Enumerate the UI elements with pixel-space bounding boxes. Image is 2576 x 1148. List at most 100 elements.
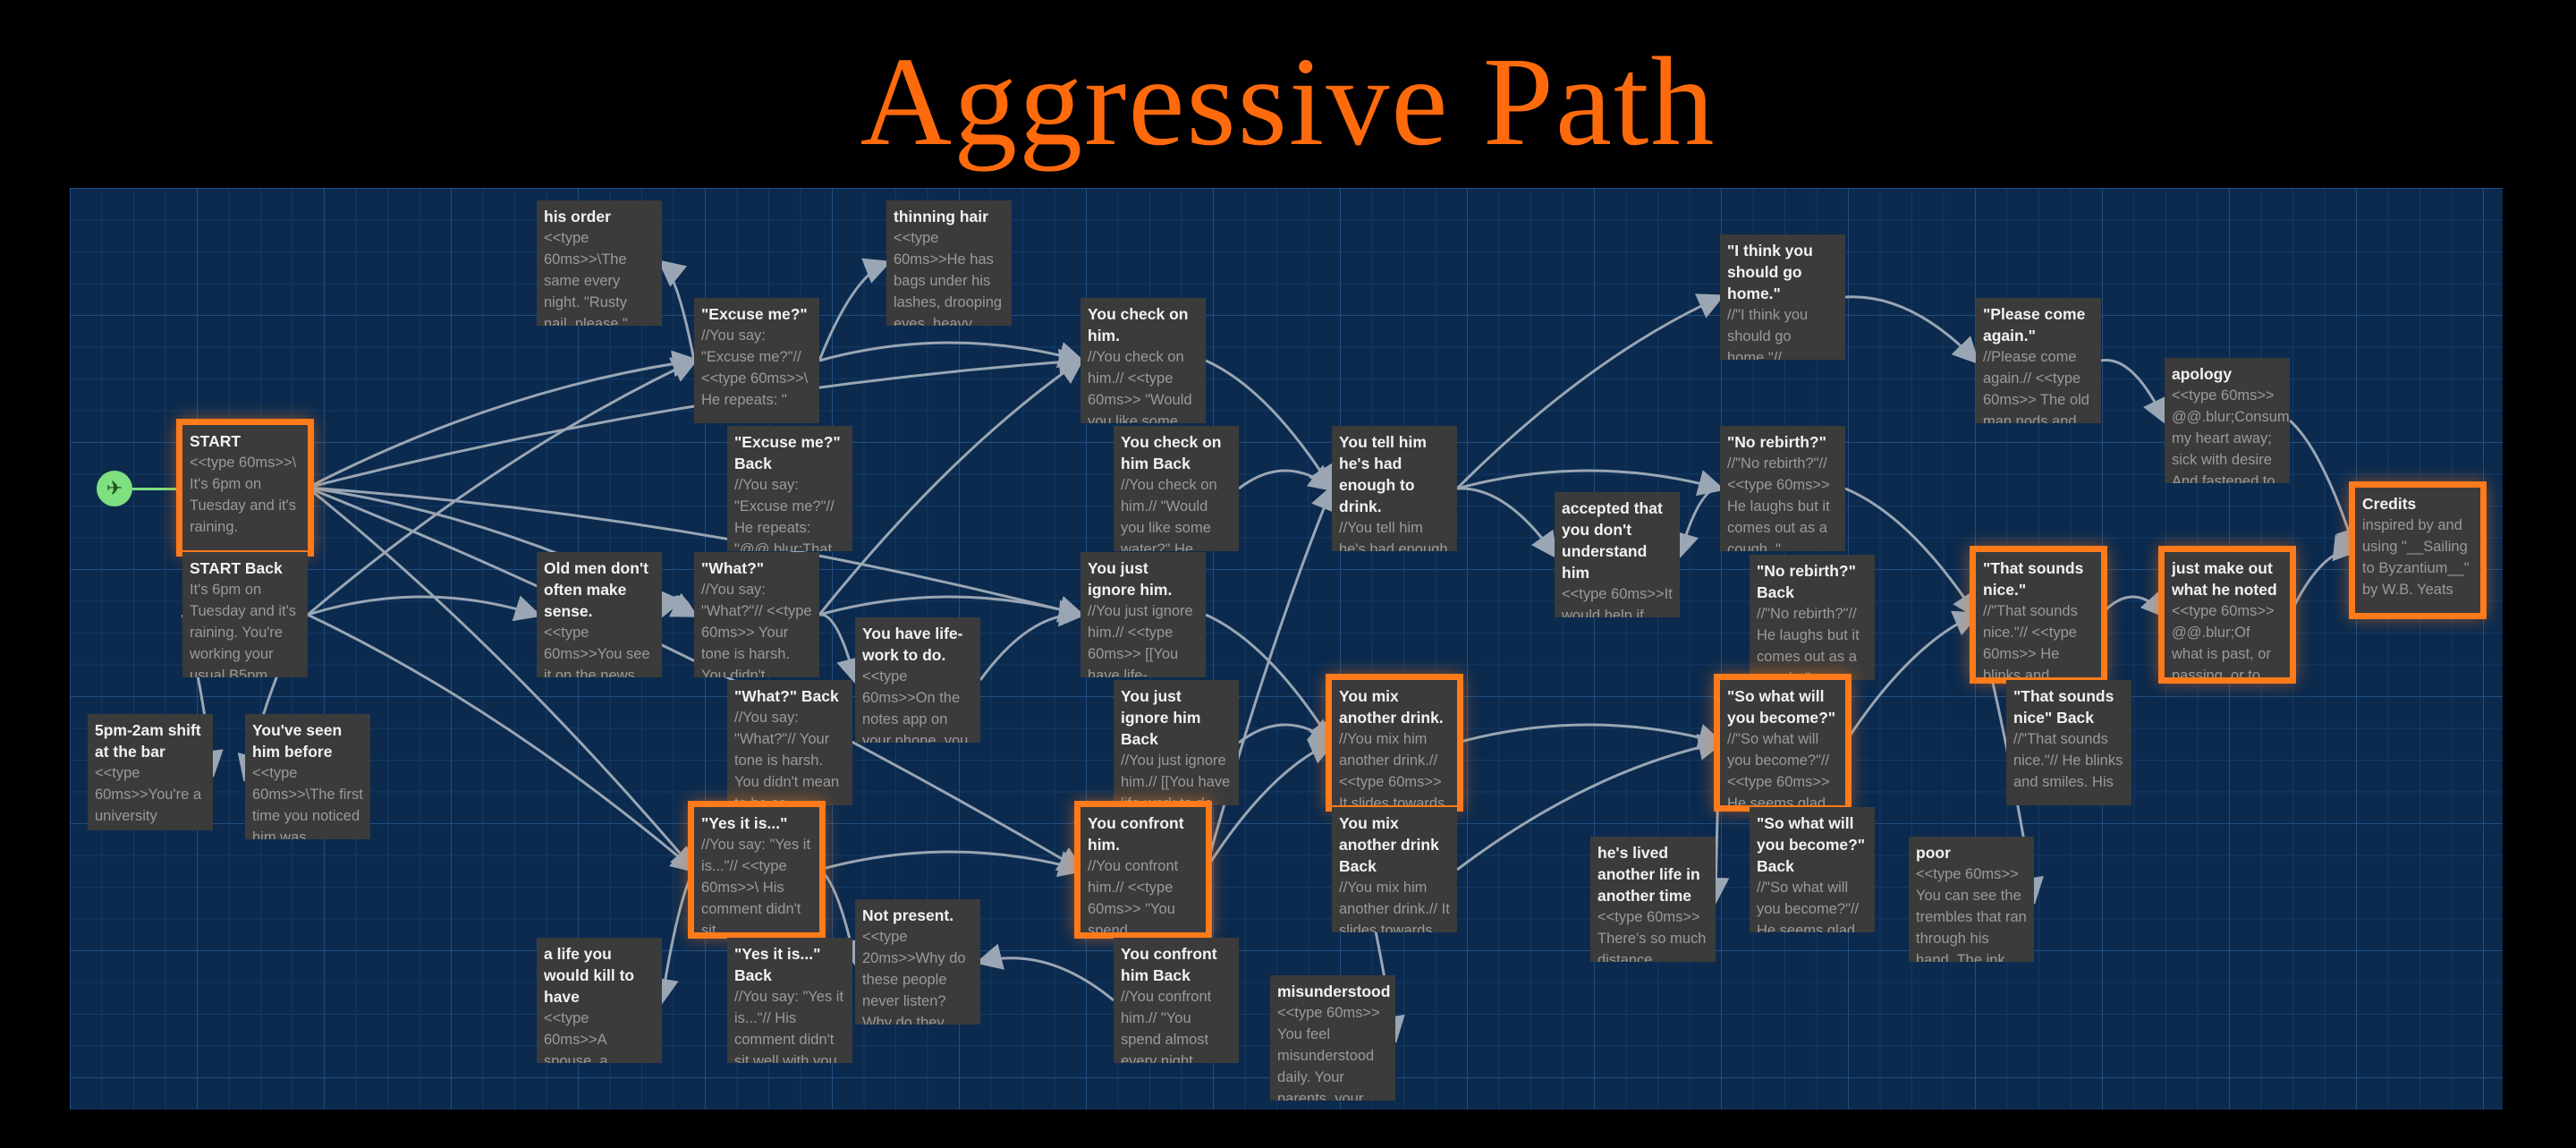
passage-card-tell-enough[interactable]: You tell him he's had enough to drink. //… [1332, 426, 1457, 551]
passage-excerpt: //You check on him.// <<type 60ms>> "Wou… [1088, 349, 1197, 423]
passage-card-confront-back[interactable]: You confront him Back//You confront him.… [1114, 938, 1239, 1063]
link-life-work-to-ignore [979, 600, 1086, 681]
passage-excerpt: <<type 60ms>>You see it on the news [544, 625, 655, 677]
passage-title: "So what will you become?" [1727, 687, 1836, 727]
link-mix-drink-to-what-become [1456, 723, 1725, 751]
link-confront-to-tell-enough [1204, 483, 1336, 871]
passage-card-please-come[interactable]: "Please come again."//Please come again.… [1976, 298, 2101, 423]
passage-card-think-go-home[interactable]: "I think you should go home."//"I think … [1720, 234, 1845, 360]
passage-title: You confront him Back [1121, 945, 1217, 984]
passage-card-lived-another[interactable]: he's lived another life in another time<… [1590, 837, 1716, 962]
passage-card-no-rebirth[interactable]: "No rebirth?"//"No rebirth?"// <<type 60… [1720, 426, 1845, 551]
passage-card-what-become[interactable]: "So what will you become?"//"So what wil… [1714, 674, 1852, 812]
passage-title: apology [2172, 365, 2233, 383]
passage-card-confront[interactable]: You confront him.//You confront him.// <… [1074, 801, 1212, 939]
link-what-to-life-work [818, 613, 863, 685]
passage-title: "Excuse me?" [701, 305, 808, 323]
passage-card-life-work[interactable]: You have life-work to do.<<type 60ms>>On… [855, 617, 980, 743]
passage-title: accepted that you don't understand him [1562, 499, 1663, 582]
passage-title: Old men don't often make sense. [544, 559, 648, 620]
passage-title: You tell him he's had enough to drink. [1339, 433, 1427, 515]
passage-title: You have life-work to do. [862, 625, 963, 664]
link-tell-enough-to-no-rebirth [1456, 469, 1725, 497]
passage-title: You confront him. [1088, 814, 1184, 854]
passage-card-excuse-me-back[interactable]: "Excuse me?" Back//You say: "Excuse me?"… [727, 426, 852, 551]
passage-title: "No rebirth?" Back [1757, 562, 1856, 601]
link-excuse-me-to-check-on [818, 341, 1086, 369]
passage-card-seen-before[interactable]: You've seen him before<<type 60ms>>\The … [245, 714, 370, 839]
passage-card-sounds-nice-back[interactable]: "That sounds nice" Back//"That sounds ni… [2006, 680, 2131, 805]
link-what-become-to-sounds-nice [1843, 610, 1981, 744]
passage-title: START Back [190, 559, 283, 577]
passage-card-misunderstood[interactable]: misunderstood<<type 60ms>> You feel misu… [1270, 975, 1395, 1101]
passage-excerpt: <<type 60ms>>A spouse, a house, kids, mo… [544, 1010, 608, 1063]
link-check-on-back-to-tell-enough [1238, 464, 1336, 492]
passage-card-ignore-back[interactable]: You just ignore him Back//You just ignor… [1114, 680, 1239, 805]
passage-excerpt: //You mix him another drink.// It slides… [1339, 880, 1450, 932]
passage-excerpt: <<type 60ms>> You can see the trembles t… [1916, 866, 2031, 962]
link-no-rebirth-to-accepted [1673, 487, 1721, 560]
passage-title: You just ignore him Back [1121, 687, 1201, 748]
passage-card-yes-it-is[interactable]: "Yes it is..."//You say: "Yes it is..."/… [688, 801, 826, 939]
passage-card-old-men[interactable]: Old men don't often make sense.<<type 60… [537, 552, 662, 677]
passage-card-not-present[interactable]: Not present.<<type 20ms>>Why do these pe… [855, 899, 980, 1025]
passage-card-make-out[interactable]: just make out what he noted<<type 60ms>>… [2158, 546, 2296, 684]
story-map-board[interactable]: ✈ START<<type 60ms>>\ It's 6pm on Tuesda… [70, 188, 2503, 1110]
passage-card-thinning-hair[interactable]: thinning hair<<type 60ms>>He has bags un… [886, 200, 1012, 326]
link-excuse-me-to-his-order [657, 259, 696, 361]
passage-card-sounds-nice[interactable]: "That sounds nice."//"That sounds nice."… [1970, 546, 2107, 684]
passage-card-what[interactable]: "What?"//You say: "What?"// <<type 60ms>… [694, 552, 819, 677]
passage-card-excuse-me[interactable]: "Excuse me?"//You say: "Excuse me?"// <<… [694, 298, 819, 423]
passage-card-what-become-back[interactable]: "So what will you become?" Back//"So wha… [1750, 807, 1875, 932]
passage-excerpt: //You tell him he's had enough to drink.… [1339, 520, 1448, 551]
passage-card-life-kill[interactable]: a life you would kill to have<<type 60ms… [537, 938, 662, 1063]
passage-excerpt: //Please come again.// <<type 60ms>> The… [1983, 349, 2094, 423]
link-excuse-me-to-thinning-hair [818, 258, 892, 361]
passage-card-check-on-back[interactable]: You check on him Back//You check on him.… [1114, 426, 1239, 551]
passage-title: "That sounds nice" Back [2013, 687, 2114, 727]
link-start-to-excuse-me [307, 350, 699, 489]
passage-card-check-on[interactable]: You check on him.//You check on him.// <… [1080, 298, 1206, 423]
link-start-back-to-excuse-me [307, 357, 699, 617]
passage-card-no-rebirth-back[interactable]: "No rebirth?" Back //"No rebirth?"// He l… [1750, 555, 1875, 680]
passage-title: he's lived another life in another time [1597, 844, 1700, 905]
link-sounds-nice-to-make-out [2099, 590, 2168, 619]
passage-card-shift[interactable]: 5pm-2am shift at the bar<<type 60ms>>You… [88, 714, 213, 830]
passage-card-yes-it-is-back[interactable]: "Yes it is..." Back//You say: "Yes it is… [727, 938, 852, 1063]
passage-excerpt: <<type 60ms>>He has bags under his lashe… [894, 230, 1006, 326]
passage-excerpt: inspired by and using "__Sailing to Byza… [2362, 517, 2474, 598]
passage-card-mix-drink[interactable]: You mix another drink.//You mix him anot… [1326, 674, 1463, 812]
passage-card-his-order[interactable]: his order<<type 60ms>>\The same every ni… [537, 200, 662, 326]
link-ignore-back-to-mix-drink [1238, 719, 1336, 746]
passage-excerpt: //"So what will you become?"// <<type 60… [1727, 731, 1835, 805]
passage-excerpt: //You just ignore him.// [[You have life… [1121, 753, 1234, 805]
passage-title: 5pm-2am shift at the bar [95, 721, 201, 761]
story-links [181, 258, 2361, 1043]
link-yes-it-is-to-confront [818, 850, 1086, 878]
passage-excerpt: <<type 60ms>> @@.blur;Consume my heart a… [2172, 387, 2290, 483]
passage-excerpt: //"No rebirth?"// He laughs but it comes… [1757, 606, 1864, 680]
passage-card-accepted[interactable]: accepted that you don't understand him<<… [1555, 492, 1680, 617]
passage-card-what-back[interactable]: "What?" Back//You say: "What?"// Your to… [727, 680, 852, 805]
passage-card-ignore[interactable]: You just ignore him.//You just ignore hi… [1080, 552, 1206, 677]
passage-title: "I think you should go home." [1727, 242, 1813, 302]
link-confront-to-mix-drink [1204, 738, 1337, 871]
passage-card-mix-drink-back[interactable]: You mix another drink Back//You mix him … [1332, 807, 1457, 932]
link-what-become-to-lived-another [1702, 742, 1730, 905]
passage-excerpt: It's 6pm on Tuesday and it's raining. Yo… [190, 582, 301, 677]
link-make-out-to-credits [2288, 534, 2360, 616]
start-connector [132, 488, 182, 490]
rocket-icon[interactable]: ✈ [97, 471, 132, 506]
passage-card-start[interactable]: START<<type 60ms>>\ It's 6pm on Tuesday … [176, 419, 314, 557]
passage-excerpt: <<type 20ms>>Why do these people never l… [862, 929, 970, 1025]
passage-title: "Yes it is..." Back [734, 945, 821, 984]
passage-card-poor[interactable]: poor<<type 60ms>> You can see the trembl… [1909, 837, 2034, 962]
passage-title: You check on him Back [1121, 433, 1222, 472]
passage-excerpt: //You say: "Excuse me?"// He repeats: "@… [734, 477, 835, 551]
link-tell-enough-to-think-go-home [1455, 293, 1725, 490]
link-start-back-to-yes-it-is [307, 613, 699, 873]
passage-card-apology[interactable]: apology <<type 60ms>> @@.blur;Consume my … [2165, 358, 2290, 483]
passage-excerpt: <<type 60ms>> You feel misunderstood dai… [1277, 1005, 1384, 1101]
